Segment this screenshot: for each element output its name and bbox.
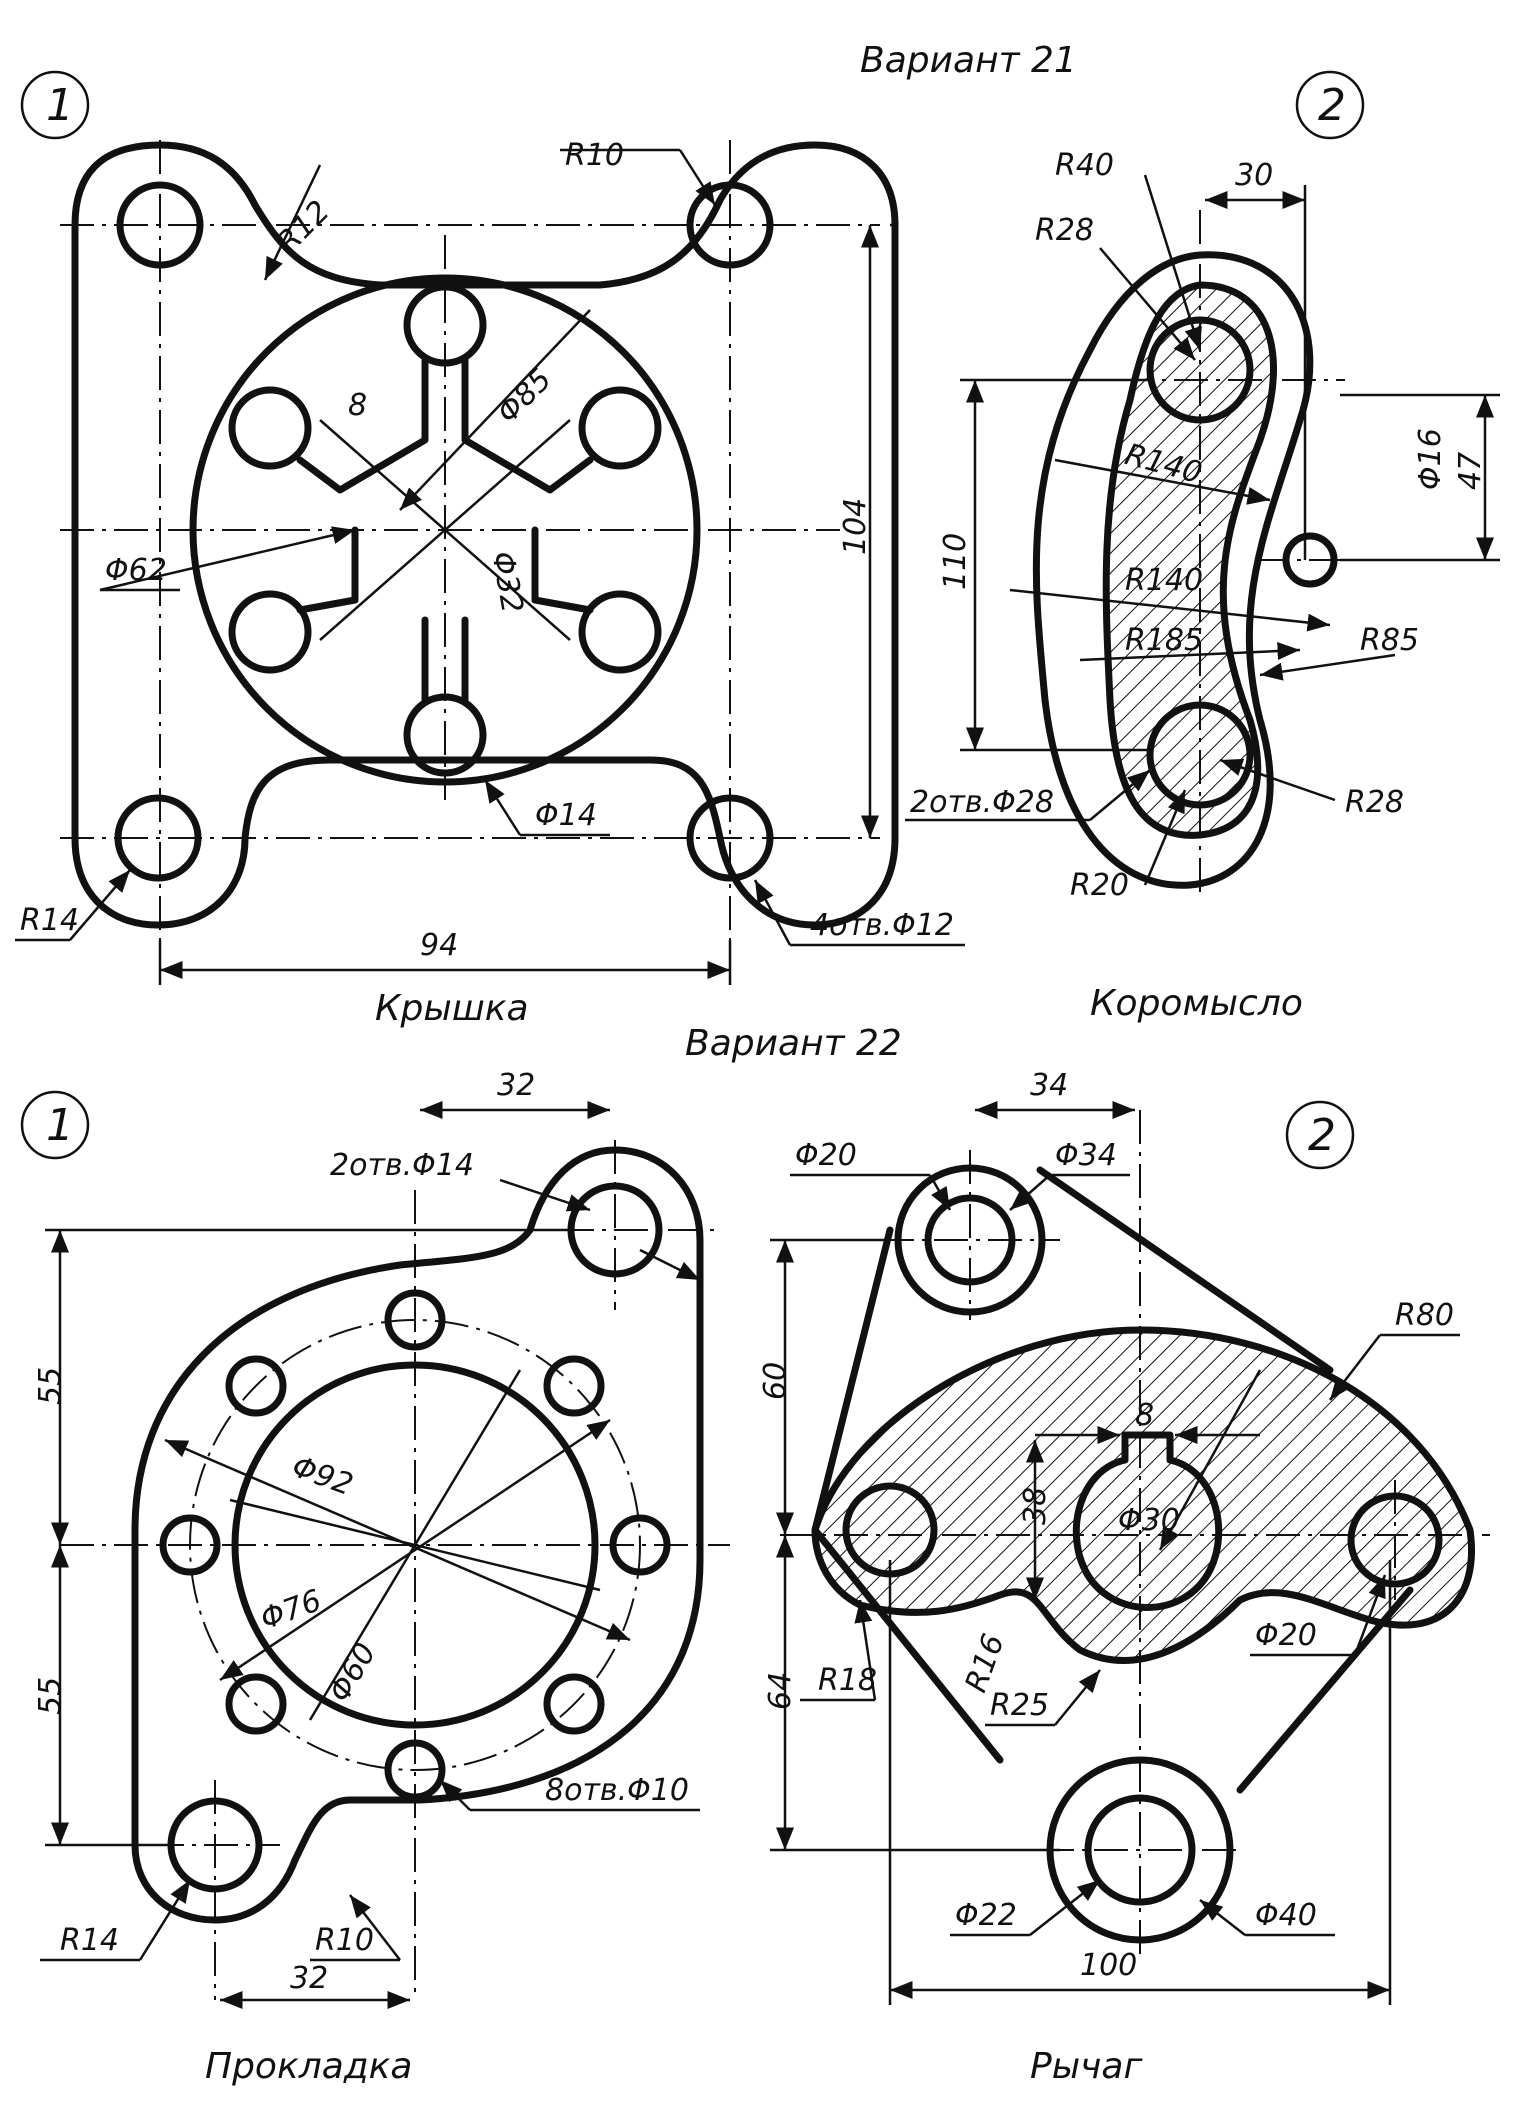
part-number: 2: [1318, 80, 1346, 131]
prokladka-dim-55-bottom: 55: [33, 1677, 68, 1715]
kryshka-dim-104: 104: [838, 498, 873, 555]
part-number-circle: [20, 70, 90, 140]
kryshka-dim-8: 8: [348, 388, 367, 423]
koromyslo-dim-47: 47: [1453, 452, 1488, 490]
koromyslo-dim-r85: R85: [1360, 623, 1419, 658]
prokladka-name: Прокладка: [205, 2046, 412, 2087]
koromyslo-dim-holes: 2отв.Φ28: [910, 785, 1054, 820]
koromyslo-dim-r185: R185: [1125, 623, 1203, 658]
koromyslo-dim-r140: R140: [1125, 563, 1203, 598]
part-koromyslo: 2 R40 30 R28 R140 Φ16: [905, 70, 1500, 1024]
variant-21-heading: Вариант 21: [860, 40, 1077, 81]
kryshka-dim-r10: R10: [565, 138, 624, 173]
rychag-dim-r25: R25: [990, 1688, 1049, 1723]
part-number-circle: [20, 1090, 90, 1160]
prokladka-dim-r10: R10: [315, 1923, 374, 1958]
koromyslo-dim-r28: R28: [1345, 785, 1404, 820]
prokladka-dim-32-top: 32: [497, 1068, 535, 1103]
rychag-dim-34: 34: [1030, 1068, 1068, 1103]
part-kryshka: 1: [15, 70, 965, 1029]
keyway-hole: [1072, 1431, 1223, 1611]
rychag-dim-r80: R80: [1395, 1298, 1454, 1333]
koromyslo-dim-30: 30: [1235, 158, 1273, 193]
koromyslo-name: Коромысло: [1090, 983, 1303, 1024]
part-number: 2: [1308, 1110, 1336, 1161]
prokladka-dim-holes-14: 2отв.Φ14: [330, 1148, 474, 1183]
koromyslo-dim-r28-top: R28: [1035, 213, 1094, 248]
rychag-dim-38: 38: [1018, 1487, 1053, 1525]
kryshka-dim-holes: 4отв.Φ12: [810, 908, 954, 943]
kryshka-dim-r14: R14: [20, 903, 79, 938]
koromyslo-dim-r20: R20: [1070, 868, 1129, 903]
part-prokladka: 1: [20, 1068, 730, 2087]
part-number-circle: [1285, 1100, 1355, 1170]
rychag-dim-d40: Φ40: [1255, 1898, 1317, 1933]
rychag-dim-100: 100: [1080, 1948, 1137, 1983]
kryshka-dim-94: 94: [420, 928, 458, 963]
prokladka-dim-d76: Φ76: [256, 1583, 326, 1637]
koromyslo-outline: [1032, 251, 1314, 889]
variant-22-heading: Вариант 22: [685, 1023, 902, 1064]
prokladka-dim-d92: Φ92: [287, 1449, 357, 1503]
rychag-dim-r18: R18: [818, 1663, 877, 1698]
koromyslo-dim-110: 110: [938, 533, 973, 590]
rychag-dim-d20-top: Φ20: [795, 1138, 857, 1173]
kryshka-dim-d62: Φ62: [105, 553, 167, 588]
rychag-dim-d20: Φ20: [1255, 1618, 1317, 1653]
prokladka-dim-d60: Φ60: [322, 1637, 383, 1708]
koromyslo-dim-d16: Φ16: [1413, 428, 1448, 490]
koromyslo-dim-r40: R40: [1055, 148, 1114, 183]
kryshka-name: Крышка: [375, 988, 529, 1029]
prokladka-dim-55-top: 55: [33, 1367, 68, 1405]
part-rychag: 2: [758, 1068, 1490, 2087]
kryshka-dim-d85: Φ85: [490, 362, 558, 430]
prokladka-dim-holes-10: 8отв.Φ10: [545, 1773, 689, 1808]
prokladka-dim-r14: R14: [60, 1923, 119, 1958]
part-number: 1: [46, 80, 74, 131]
kryshka-outline: [71, 141, 899, 929]
rychag-dim-60: 60: [758, 1362, 793, 1400]
rychag-dim-d22: Φ22: [955, 1898, 1017, 1933]
part-number: 1: [46, 1100, 74, 1151]
rychag-dim-64: 64: [763, 1672, 798, 1710]
rychag-dim-8: 8: [1135, 1398, 1154, 1433]
kryshka-dim-d14: Φ14: [535, 798, 597, 833]
rychag-dim-r16: R16: [959, 1630, 1012, 1697]
prokladka-dim-32-bottom: 32: [290, 1961, 328, 1996]
rychag-name: Рычаг: [1030, 2046, 1143, 2087]
rychag-dim-d30: Φ30: [1118, 1503, 1180, 1538]
rychag-dim-d34: Φ34: [1055, 1138, 1117, 1173]
part-number-circle: [1295, 70, 1365, 140]
kryshka-dim-d32: Φ32: [484, 549, 529, 616]
